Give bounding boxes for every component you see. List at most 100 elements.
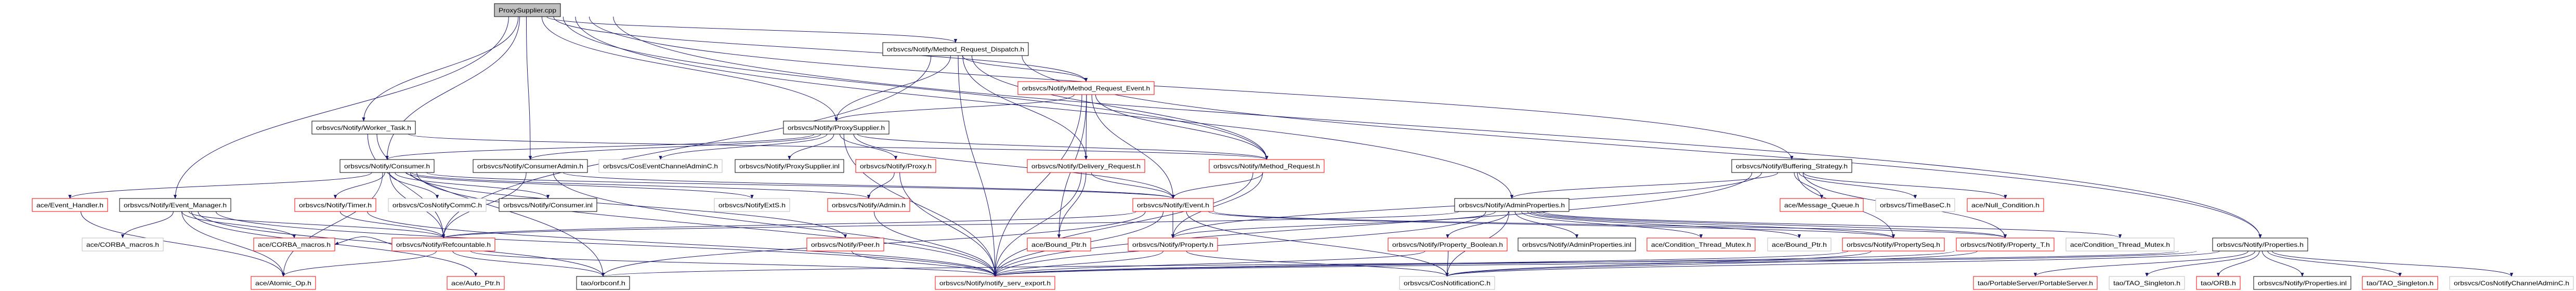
node-label: tao/ORB.h [2201, 280, 2236, 287]
node-mreq[interactable]: orbsvcs/Notify/Method_Request.h [1209, 159, 1325, 173]
node-nse[interactable]: orbsvcs/Notify/notify_serv_export.h [935, 276, 1055, 290]
node-label: orbsvcs/Notify/Proxy.h [860, 163, 932, 170]
edges [68, 16, 2514, 277]
node-cnc[interactable]: orbsvcs/CosNotificationC.h [1399, 276, 1495, 290]
node-mq[interactable]: ace/Message_Queue.h [1780, 198, 1864, 212]
node-apinl[interactable]: orbsvcs/Notify/AdminProperties.inl [1518, 237, 1636, 252]
node-nexts[interactable]: orbsvcs/NotifyExtS.h [714, 198, 790, 212]
edge-cons-to-nexts [406, 172, 754, 199]
edge-wt-to-refc [367, 134, 446, 239]
node-event[interactable]: orbsvcs/Notify/Event.h [1132, 198, 1214, 212]
node-wt[interactable]: orbsvcs/Notify/Worker_Task.h [311, 121, 416, 135]
node-orbc[interactable]: tao/orbconf.h [576, 276, 630, 290]
edge-dreq-to-nse [993, 172, 1082, 277]
node-orb[interactable]: tao/ORB.h [2196, 276, 2241, 290]
edge-props-to-orb [2216, 250, 2260, 277]
edge-proxy-to-nse [899, 172, 997, 277]
node-cadm[interactable]: orbsvcs/Notify/ConsumerAdmin.h [473, 159, 588, 173]
edge-cons-to-timer [333, 172, 385, 199]
node-label: orbsvcs/Notify/ProxySupplier.h [788, 124, 885, 131]
node-box [2212, 237, 2308, 252]
node-psh[interactable]: orbsvcs/Notify/ProxySupplier.h [783, 121, 890, 135]
edge-cons-to-admin [411, 172, 870, 199]
node-box [2109, 276, 2185, 290]
node-adprop[interactable]: orbsvcs/Notify/AdminProperties.h [1454, 198, 1570, 212]
node-timer[interactable]: orbsvcs/Notify/Timer.h [294, 198, 376, 212]
node-box [1454, 198, 1570, 212]
edge-adprop-to-ctmg [1542, 211, 2122, 239]
edge-props-to-cnc [1445, 250, 2220, 277]
node-ptt[interactable]: orbsvcs/Notify/Property_T.h [1956, 237, 2055, 252]
node-psinl[interactable]: orbsvcs/Notify/ProxySupplier.inl [735, 159, 844, 173]
node-label: orbsvcs/Notify/Method_Request_Dispatch.h [887, 46, 1024, 53]
node-nullc[interactable]: ace/Null_Condition.h [1967, 198, 2044, 212]
node-propinl[interactable]: orbsvcs/Notify/Properties.inl [2253, 276, 2351, 290]
node-proxy[interactable]: orbsvcs/Notify/Proxy.h [855, 159, 936, 173]
node-tsg[interactable]: tao/TAO_Singleton.h [2109, 276, 2185, 290]
edge-cons-to-event [426, 172, 1175, 199]
edge-evh-to-atom [81, 211, 285, 277]
edge-event-to-pseq [1208, 211, 1895, 239]
edge-psh-to-cons [385, 134, 815, 160]
edge-admin-to-nse [873, 211, 997, 277]
node-bstrat[interactable]: orbsvcs/Notify/Buffering_Strategy.h [1731, 159, 1852, 173]
node-cons[interactable]: orbsvcs/Notify/Consumer.h [339, 159, 435, 173]
node-admin[interactable]: orbsvcs/Notify/Admin.h [827, 198, 910, 212]
node-cncac[interactable]: orbsvcs/CosNotifyChannelAdminC.h [2449, 276, 2574, 290]
node-box [1128, 237, 1218, 252]
node-box [447, 276, 505, 290]
edge-adprop-to-refc [442, 211, 1459, 239]
node-cmg[interactable]: ace/CORBA_macros.h [82, 237, 164, 252]
node-cpp[interactable]: ProxySupplier.cpp [494, 3, 561, 17]
node-box [855, 159, 936, 173]
edge-props-to-cncac [2271, 250, 2514, 277]
node-box [1875, 198, 1955, 212]
node-evm[interactable]: orbsvcs/Notify/Event_Manager.h [119, 198, 231, 212]
node-mre[interactable]: orbsvcs/Notify/Method_Request_Event.h [1017, 81, 1155, 95]
edge-mre-to-psh [834, 94, 1075, 122]
node-props[interactable]: orbsvcs/Notify/Properties.h [2212, 237, 2308, 252]
node-label: orbsvcs/Notify/Timer.h [299, 202, 372, 209]
edge-bstrat-to-mq [1794, 172, 1824, 199]
node-box [499, 198, 597, 212]
node-label: orbsvcs/Notify/Worker_Task.h [316, 124, 411, 131]
node-box [882, 42, 1029, 56]
edge-timer-to-nse [367, 211, 997, 277]
node-box [2253, 276, 2351, 290]
node-peer[interactable]: orbsvcs/Notify/Peer.h [806, 237, 884, 252]
node-atom[interactable]: ace/Atomic_Op.h [251, 276, 316, 290]
edge-bstrat-to-adprop [1510, 172, 1779, 199]
node-bpr[interactable]: ace/Bound_Ptr.h [1027, 237, 1091, 252]
node-cecac[interactable]: orbsvcs/CosEventChannelAdminC.h [598, 159, 723, 173]
node-box [494, 3, 561, 17]
node-evh[interactable]: ace/Event_Handler.h [32, 198, 108, 212]
edge-proxy-to-admin [867, 172, 895, 199]
node-refc[interactable]: orbsvcs/Notify/Refcountable.h [391, 237, 495, 252]
edge-prop-to-cnc [1186, 250, 1449, 277]
node-cncc[interactable]: orbsvcs/CosNotifyCommC.h [388, 198, 487, 212]
edge-cpp-to-adprop [575, 16, 1514, 199]
node-ctmg[interactable]: ace/Condition_Thread_Mutex.h [2065, 237, 2175, 252]
node-prop[interactable]: orbsvcs/Notify/Property.h [1128, 237, 1218, 252]
node-dreq[interactable]: orbsvcs/Notify/Delivery_Request.h [1027, 159, 1145, 173]
node-label: ace/CORBA_macros.h [86, 241, 159, 248]
node-cmr[interactable]: ace/CORBA_macros.h [253, 237, 335, 252]
edge-mreq-to-event [1171, 172, 1263, 199]
node-pbool[interactable]: orbsvcs/Notify/Property_Boolean.h [1388, 237, 1508, 252]
edge-cpp-to-mrd [546, 16, 957, 43]
node-ctmr[interactable]: ace/Condition_Thread_Mutex.h [1646, 237, 1756, 252]
edge-event-to-refc [442, 211, 1136, 239]
node-label: orbsvcs/Notify/Properties.h [2217, 241, 2304, 248]
node-auto[interactable]: ace/Auto_Ptr.h [447, 276, 505, 290]
edge-mrd-to-psh [834, 55, 951, 122]
node-label: ace/Bound_Ptr.h [1031, 241, 1087, 248]
node-consinl[interactable]: orbsvcs/Notify/Consumer.inl [499, 198, 597, 212]
node-mrd[interactable]: orbsvcs/Notify/Method_Request_Dispatch.h [882, 42, 1029, 56]
node-label: orbsvcs/Notify/ConsumerAdmin.h [477, 163, 583, 170]
node-pseq[interactable]: orbsvcs/Notify/PropertySeq.h [1842, 237, 1945, 252]
node-bpg[interactable]: ace/Bound_Ptr.h [1767, 237, 1832, 252]
edge-mre-to-nse [993, 94, 1082, 277]
node-pss[interactable]: tao/PortableServer/PortableServer.h [1973, 276, 2098, 290]
node-tsr[interactable]: tao/TAO_Singleton.h [2362, 276, 2438, 290]
node-tbc[interactable]: orbsvcs/TimeBaseC.h [1875, 198, 1955, 212]
